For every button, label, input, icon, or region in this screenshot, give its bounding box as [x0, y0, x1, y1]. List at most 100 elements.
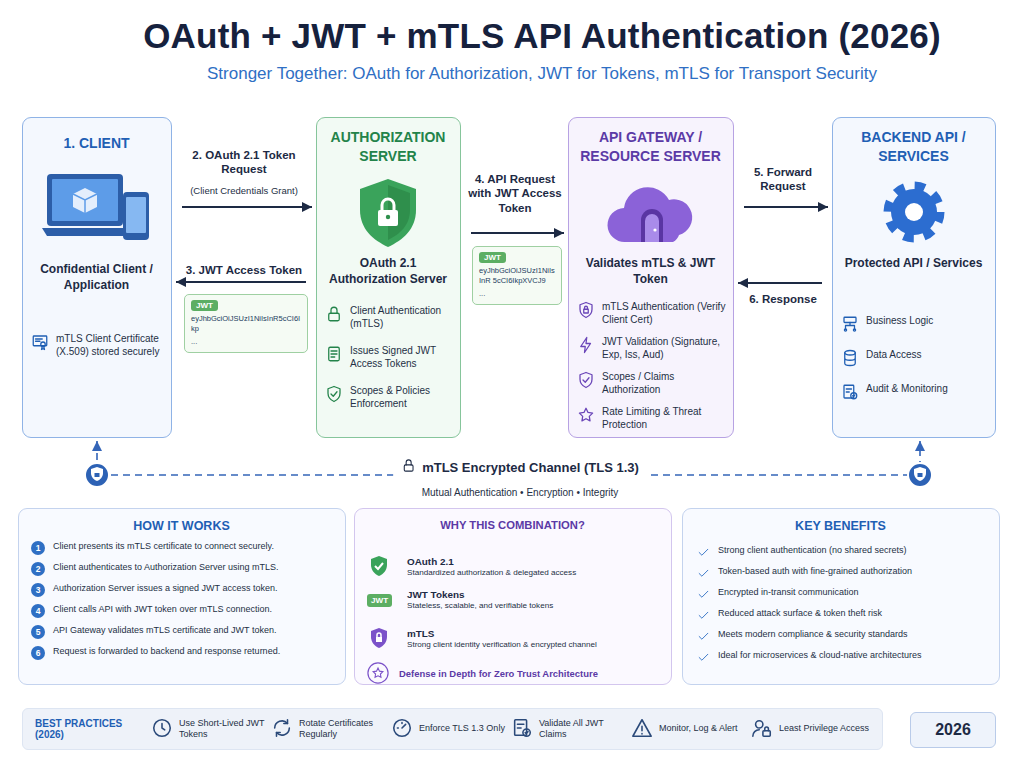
feature-text: Client Authentication (mTLS): [350, 304, 453, 330]
layout-wrap: Business Logic: [841, 314, 988, 335]
graphic-part: [331, 307, 337, 313]
graphic-part: [404, 465, 413, 471]
graphic-part: [846, 389, 851, 392]
graphic-part: [85, 463, 109, 487]
graphic-part: [876, 176, 952, 248]
graphic-part: [371, 628, 387, 648]
step-text: Authorization Server issues a signed JWT…: [53, 583, 277, 595]
flow-arrow: [176, 281, 306, 283]
step-text: API Gateway validates mTLS certificate a…: [53, 625, 276, 637]
step-number: 2: [31, 562, 45, 576]
graphic-part: [697, 567, 710, 580]
flow-arrow: [182, 206, 312, 208]
label-patch: mTLS Encrypted Channel (TLS 1.3): [393, 458, 647, 477]
graphic-part: [853, 395, 855, 397]
layout-wrap: BACKEND API / SERVICES: [837, 128, 990, 166]
practice-item: Least Privilege Access: [751, 717, 871, 741]
edge-label: 5. Forward Request: [737, 165, 829, 194]
channel-label: mTLS Encrypted Channel (TLS 1.3): [422, 460, 639, 475]
row-icon: [577, 371, 595, 391]
graphic-part: [523, 729, 530, 736]
practice-text: Validate All JWT Claims: [539, 718, 631, 741]
graphic-part: [33, 336, 47, 346]
layout-wrap: [569, 178, 732, 252]
graphic-part: [577, 406, 595, 424]
feature-text: Scopes / Claims Authorization: [602, 370, 726, 396]
graphic-part: [373, 668, 383, 677]
token-text: eyJhbGciOiJSUzI1NiIsInR5cCI6Ikp: [191, 314, 301, 334]
layout-wrap: mTLSStrong client identity verification …: [367, 625, 665, 653]
graphic-part: [607, 187, 692, 242]
check-icon: [697, 651, 710, 666]
layout-wrap: 1. CLIENT: [27, 134, 166, 153]
graphic-part: [85, 463, 109, 487]
graphic-part: [756, 721, 763, 728]
jwt-badge: JWT: [367, 594, 392, 607]
practice-text: Least Privilege Access: [779, 723, 869, 734]
panel-box: AUTHORIZATION SERVEROAuth 2.1 Authorizat…: [316, 117, 461, 438]
benefit-text: Encrypted in-transit communication: [718, 587, 859, 599]
row-icon: [577, 336, 595, 356]
graphic-part: [42, 347, 45, 350]
row-icon: [841, 383, 859, 403]
graphic-part: [91, 467, 103, 481]
feature-text: mTLS Authentication (Verify Client Cert): [602, 300, 726, 326]
text-col: JWT TokensStateless, scalable, and verif…: [407, 589, 553, 612]
graphic-part: [376, 637, 382, 642]
layout-wrap: HOW IT WORKS: [19, 519, 344, 533]
graphic-part: [851, 393, 857, 399]
step-text: Client authenticates to Authorization Se…: [53, 562, 279, 574]
item-text: Standardized authorization & delegated a…: [407, 568, 576, 579]
layout-wrap: 5. Forward Request: [737, 165, 829, 194]
graphic-part: [845, 351, 856, 356]
panel-box: KEY BENEFITSStrong client authentication…: [682, 508, 1000, 685]
layout-wrap: 1Client presents its mTLS certificate to…: [31, 541, 339, 555]
benefit-text: Ideal for microservices & cloud-native a…: [718, 650, 922, 662]
graphic-part: [360, 179, 416, 247]
tag-wrap: JWT: [479, 251, 555, 263]
item-title: OAuth 2.1: [407, 556, 576, 568]
graphic-part: [641, 209, 663, 242]
graphic-part: [846, 323, 855, 330]
practice-icon: [391, 717, 413, 741]
graphic-part: [386, 215, 390, 219]
graphic-part: [699, 654, 708, 660]
graphic-part: [699, 612, 708, 618]
graphic-part: [765, 727, 769, 731]
graphic-part: [914, 467, 926, 481]
graphic-part: [891, 189, 937, 235]
graphic-part: [47, 174, 123, 226]
graphic-part: [853, 329, 855, 331]
note-label: (Client Credentials Grant): [174, 185, 314, 196]
panel-box: API GATEWAY / RESOURCE SERVERValidates m…: [568, 117, 734, 438]
edge-label: 3. JWT Access Token: [179, 263, 309, 277]
layout-wrap: (Client Credentials Grant): [174, 185, 314, 196]
row-icon: [325, 305, 343, 325]
graphic-part: [151, 717, 173, 739]
icon-col: JWT: [367, 594, 397, 607]
layout-wrap: Token-based auth with fine-grained autho…: [697, 566, 991, 582]
summary-text: Defense in Depth for Zero Trust Architec…: [399, 668, 598, 679]
feature-text: Data Access: [866, 348, 922, 361]
graphic-part: [331, 392, 337, 397]
note-label: Mutual Authentication • Encryption • Int…: [350, 487, 690, 498]
graphic-part: [697, 609, 710, 622]
layout-wrap: Mutual Authentication • Encryption • Int…: [350, 487, 690, 498]
layout-wrap: Confidential Client / Application: [29, 262, 164, 293]
practice-item: Validate All JWT Claims: [511, 717, 631, 741]
layout-wrap: Validates mTLS & JWT Token: [575, 256, 726, 287]
token-text: ...: [191, 337, 301, 347]
layout-wrap: OAuth + JWT + mTLS API Authentication (2…: [60, 16, 1024, 56]
graphic-part: [126, 197, 146, 233]
layout-wrap: 4. API Request with JWT Access Token: [465, 172, 565, 215]
panel-box: BACKEND API / SERVICESProtected API / Se…: [832, 117, 996, 438]
graphic-part: [699, 570, 708, 576]
practice-icon: [511, 717, 533, 741]
graphic-part: [325, 305, 343, 323]
layout-wrap: [23, 166, 170, 252]
graphic-part: [348, 176, 428, 250]
jwt-tag: JWT: [191, 300, 218, 311]
layout-wrap: Client Authentication (mTLS): [325, 304, 453, 330]
graphic-part: [371, 556, 387, 576]
graphic-part: [123, 192, 149, 240]
